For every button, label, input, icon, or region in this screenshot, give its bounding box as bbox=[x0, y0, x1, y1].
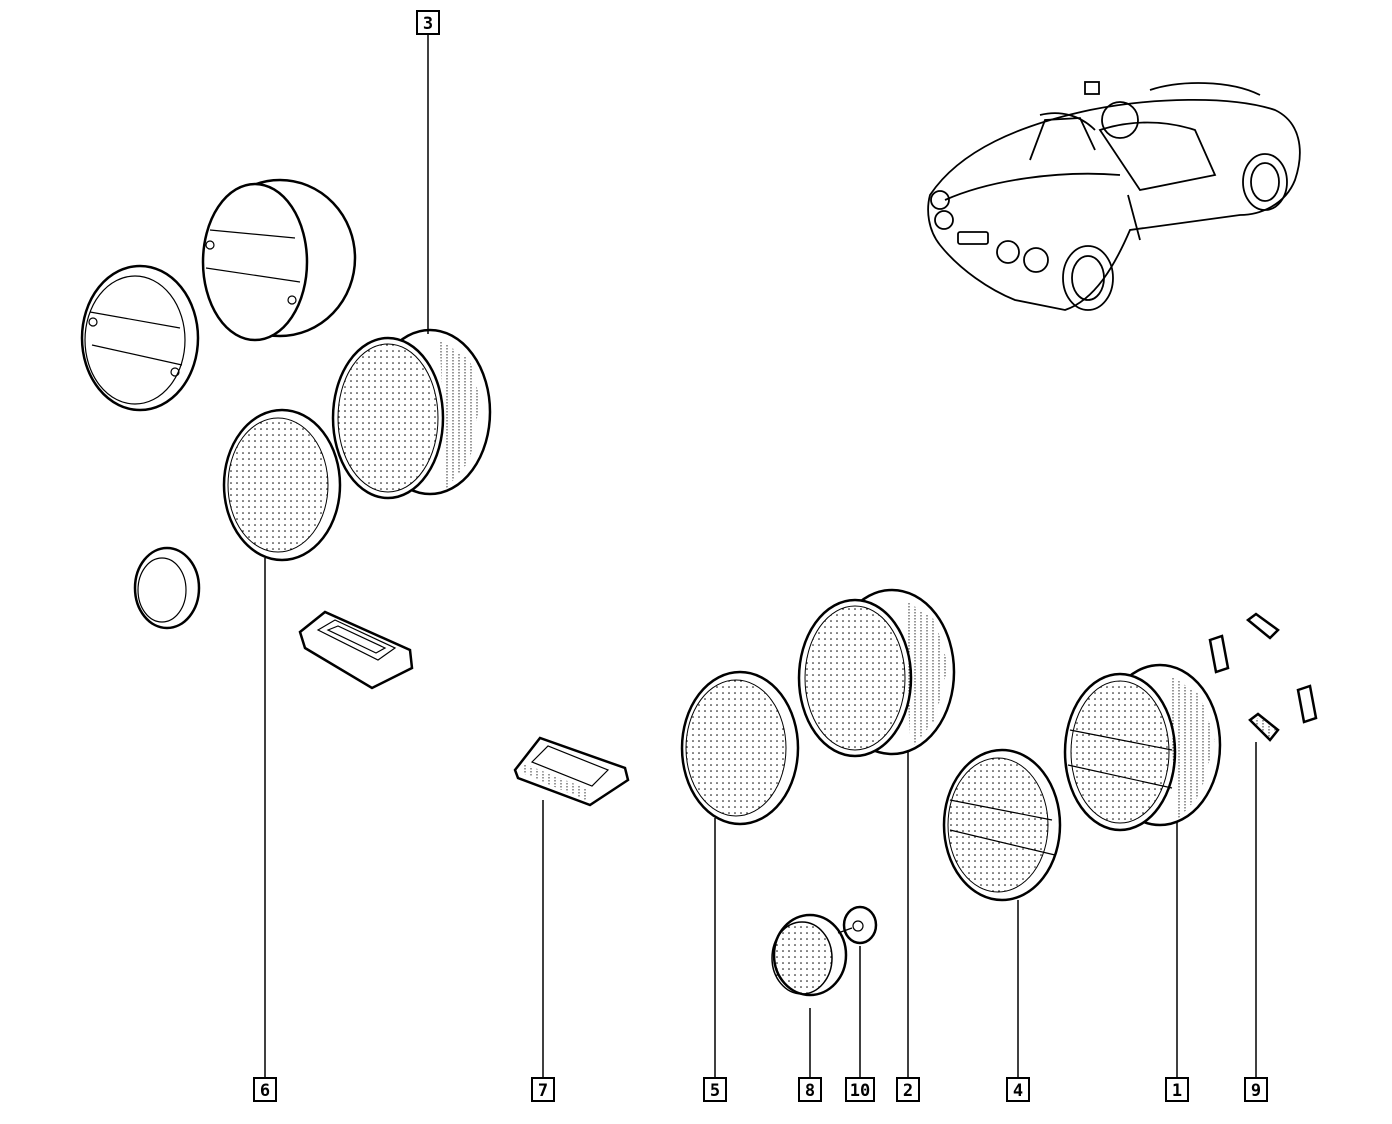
lamp-unit-1 bbox=[1063, 663, 1222, 832]
small-lamp-8 bbox=[771, 913, 848, 997]
callout-10: 10 bbox=[845, 1077, 875, 1102]
callout-label: 5 bbox=[710, 1081, 720, 1101]
callout-label: 10 bbox=[850, 1081, 870, 1101]
callout-6: 6 bbox=[253, 1077, 277, 1102]
callout-label: 6 bbox=[260, 1081, 270, 1101]
callout-3: 3 bbox=[416, 10, 440, 35]
callout-8: 8 bbox=[798, 1077, 822, 1102]
lamp-unit-3 bbox=[331, 328, 492, 500]
car-illustration bbox=[927, 81, 1301, 311]
leader-lines bbox=[264, 34, 1257, 1078]
callout-label: 2 bbox=[903, 1081, 913, 1101]
callout-label: 8 bbox=[805, 1081, 815, 1101]
callout-label: 3 bbox=[423, 14, 433, 34]
callout-5: 5 bbox=[703, 1077, 727, 1102]
lens-4 bbox=[942, 748, 1062, 902]
callout-label: 1 bbox=[1172, 1081, 1182, 1101]
small-lens-ring bbox=[133, 546, 201, 630]
callout-label: 4 bbox=[1013, 1081, 1023, 1101]
lens-5 bbox=[680, 670, 800, 826]
headlight-housing-back bbox=[201, 178, 357, 342]
lens-6 bbox=[222, 408, 342, 562]
callout-7: 7 bbox=[531, 1077, 555, 1102]
callout-label: 7 bbox=[538, 1081, 548, 1101]
lamp-bezel-front-left bbox=[80, 264, 200, 412]
clips-9 bbox=[1208, 612, 1318, 742]
callout-9: 9 bbox=[1244, 1077, 1268, 1102]
callout-4: 4 bbox=[1006, 1077, 1030, 1102]
callout-label: 9 bbox=[1251, 1081, 1261, 1101]
callout-2: 2 bbox=[896, 1077, 920, 1102]
callout-1: 1 bbox=[1165, 1077, 1189, 1102]
side-repeater-upper bbox=[298, 610, 414, 690]
side-repeater-7 bbox=[513, 736, 630, 807]
washer-10 bbox=[837, 905, 878, 945]
lamp-unit-2 bbox=[797, 588, 956, 758]
